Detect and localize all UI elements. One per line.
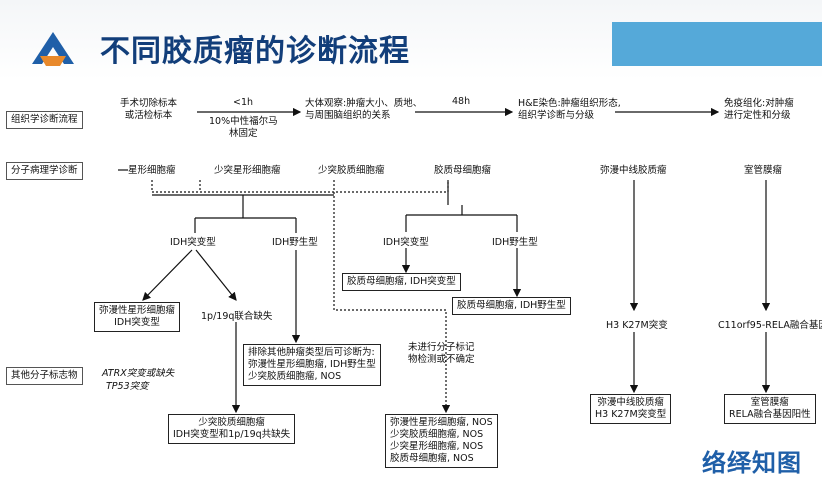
fixation-text: 10%中性福尔马 林固定 <box>209 116 278 139</box>
box-gbm-idh-mutant: 胶质母细胞瘤, IDH突变型 <box>342 273 461 291</box>
branch-1p19q-codeletion: 1p/19q联合缺失 <box>201 311 273 322</box>
time-48h: 48h <box>452 96 471 107</box>
branch-idh-wildtype-left: IDH野生型 <box>272 237 318 248</box>
dx-ependymoma: 室管膜瘤 <box>744 165 783 176</box>
gross-observation-text: 大体观察:肿瘤大小、质地、 与周围脑组织的关系 <box>305 98 423 121</box>
row-label-histology: 组织学诊断流程 <box>6 111 83 129</box>
accent-bar <box>612 22 822 66</box>
marker-tp53: TP53突变 <box>106 381 149 392</box>
dx-astrocytoma: 星形细胞瘤 <box>128 165 176 176</box>
logo-icon <box>32 32 74 66</box>
dx-oligodendroglioma: 少突胶质细胞瘤 <box>318 165 385 176</box>
box-gbm-idh-wildtype: 胶质母细胞瘤, IDH野生型 <box>452 297 571 315</box>
branch-not-tested: 未进行分子标记 物检测或不确定 <box>408 342 475 365</box>
box-exclusion-diagnosis: 排除其他肿瘤类型后可诊断为: 弥漫性星形细胞瘤, IDH野生型 少突胶质细胞瘤,… <box>243 344 381 386</box>
he-stain-text: H&E染色:肿瘤组织形态, 组织学诊断与分级 <box>518 98 621 121</box>
box-oligodendroglioma-final: 少突胶质细胞瘤 IDH突变型和1p/19q共缺失 <box>168 414 296 444</box>
dx-oligoastrocytoma: 少突星形细胞瘤 <box>214 165 281 176</box>
row-label-molecular: 分子病理学诊断 <box>6 162 83 180</box>
specimen-text: 手术切除标本 或活检标本 <box>120 98 178 121</box>
branch-h3-k27m: H3 K27M突变 <box>606 320 668 331</box>
branch-c11orf95-rela: C11orf95-RELA融合基因 <box>718 320 822 331</box>
brand-logo-text: 络绎知图 <box>702 449 802 477</box>
page-title: 不同胶质瘤的诊断流程 <box>100 34 410 69</box>
branch-idh-mutant-left: IDH突变型 <box>170 237 216 248</box>
time-under-1h: <1h <box>233 97 254 108</box>
box-diffuse-astrocytoma-idh-mutant: 弥漫性星形细胞瘤 IDH突变型 <box>94 302 181 332</box>
branch-idh-wildtype-right: IDH野生型 <box>492 237 538 248</box>
row-label-other-markers: 其他分子标志物 <box>6 367 83 385</box>
box-ependymoma-final: 室管膜瘤 RELA融合基因阳性 <box>724 394 816 424</box>
branch-idh-mutant-right: IDH突变型 <box>383 237 429 248</box>
dx-glioblastoma: 胶质母细胞瘤 <box>434 165 492 176</box>
box-dmg-final: 弥漫中线胶质瘤 H3 K27M突变型 <box>590 394 672 424</box>
ihc-text: 免疫组化:对肿瘤 进行定性和分级 <box>724 98 794 121</box>
box-nos-list: 弥漫性星形细胞瘤, NOS 少突胶质细胞瘤, NOS 少突星形细胞瘤, NOS … <box>385 414 498 468</box>
dx-diffuse-midline-glioma: 弥漫中线胶质瘤 <box>600 165 667 176</box>
marker-atrx: ATRX突变或缺失 <box>102 368 175 379</box>
